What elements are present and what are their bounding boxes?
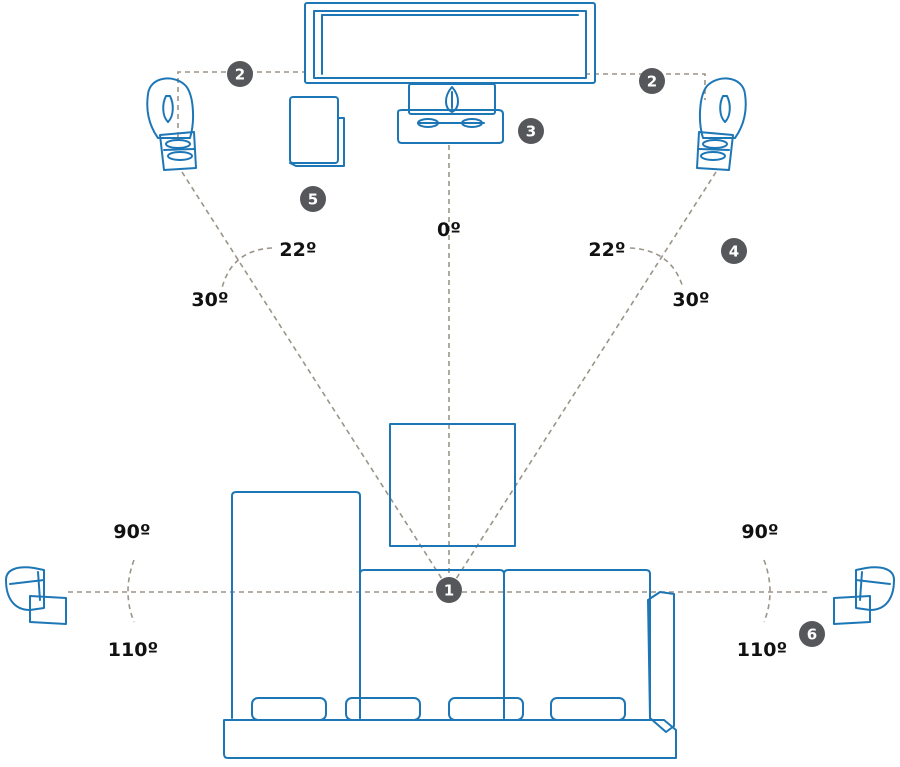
front-speaker-right-icon <box>696 77 747 171</box>
sofa-left-back <box>231 491 361 719</box>
guide-top-right <box>585 73 706 100</box>
sofa-base <box>223 719 677 759</box>
sofa-cushion-2 <box>345 697 421 721</box>
sofa-cushion-1 <box>251 697 327 721</box>
angle-right-22: 22º <box>588 239 625 261</box>
badge-center: 3 <box>518 118 544 144</box>
arc-left-front <box>221 247 273 289</box>
angle-left-90: 90º <box>113 521 150 543</box>
badge-front-right-angle: 4 <box>721 238 747 264</box>
badge-surround-right: 6 <box>799 621 825 647</box>
angle-center: 0º <box>437 219 461 241</box>
arc-right-front <box>629 247 684 289</box>
guide-lines <box>68 71 830 623</box>
sofa-right-arm <box>647 591 675 733</box>
angle-right-110: 110º <box>737 639 787 661</box>
badge-listener: 1 <box>436 577 462 603</box>
arc-right-side <box>763 559 771 623</box>
guide-left-front <box>181 171 450 591</box>
front-speaker-left-icon <box>146 77 197 171</box>
coffee-table-icon <box>389 423 516 547</box>
svg-text:3: 3 <box>526 123 536 141</box>
guide-top-left <box>177 71 305 137</box>
surround-speaker-right-icon <box>833 566 895 625</box>
sofa-cushion-4 <box>550 697 626 721</box>
arc-left-side <box>127 559 135 623</box>
badge-front-right: 2 <box>639 68 665 94</box>
badges: 1 2 2 3 4 5 6 <box>227 61 825 647</box>
svg-text:2: 2 <box>235 66 245 84</box>
svg-text:4: 4 <box>729 243 739 261</box>
badge-front-left: 2 <box>227 61 253 87</box>
sofa-cushion-3 <box>448 697 524 721</box>
badge-subwoofer: 5 <box>300 186 326 212</box>
svg-text:1: 1 <box>444 582 454 600</box>
center-speaker-icon <box>397 83 504 144</box>
angle-left-22: 22º <box>279 239 316 261</box>
sofa-icon <box>223 491 677 759</box>
svg-text:2: 2 <box>647 73 657 91</box>
surround-speaker-left-icon <box>5 566 67 625</box>
svg-text:6: 6 <box>807 626 817 644</box>
angle-left-110: 110º <box>108 639 158 661</box>
guide-right-front <box>448 171 717 591</box>
angle-labels: 0º 22º 30º 22º 30º 90º 110º 90º 110º <box>108 219 787 661</box>
angle-right-30: 30º <box>672 289 709 311</box>
subwoofer-icon <box>289 96 345 167</box>
sofa-right-back <box>503 569 651 719</box>
angle-left-30: 30º <box>191 289 228 311</box>
tv-icon <box>304 2 596 84</box>
angle-right-90: 90º <box>741 521 778 543</box>
svg-text:5: 5 <box>308 191 318 209</box>
